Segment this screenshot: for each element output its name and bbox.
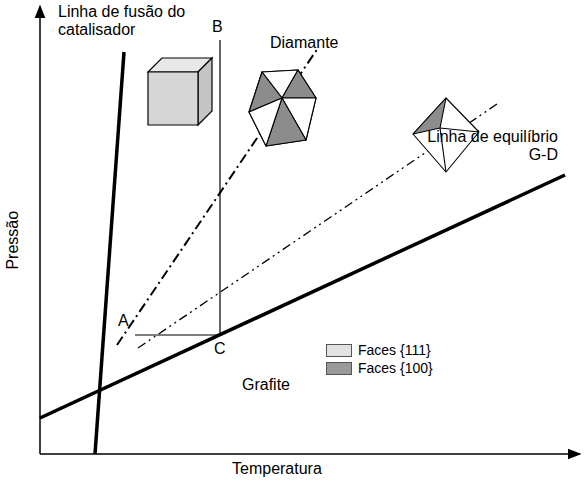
legend-entry: Faces {100} xyxy=(326,360,433,376)
legend-entry: Faces {111} xyxy=(326,342,431,358)
line-label: Linha de equilíbrio G-D xyxy=(408,128,558,165)
cube-crystal xyxy=(148,58,212,125)
catalyst-melting-line xyxy=(95,52,124,454)
region-label: Diamante xyxy=(270,34,338,52)
morphology-boundary xyxy=(117,48,318,345)
legend-text: Faces {100} xyxy=(358,360,433,376)
equilibrium-line xyxy=(40,175,565,418)
point-label: A xyxy=(118,312,129,330)
axis-label: Temperatura xyxy=(232,460,322,478)
cuboctahedron-crystal xyxy=(249,70,316,146)
point-label: B xyxy=(212,18,223,36)
temperature-axis xyxy=(40,453,580,455)
point-label: C xyxy=(214,340,226,358)
legend-text: Faces {111} xyxy=(358,342,431,358)
line-label: Linha de fusão do catalisador xyxy=(58,3,208,40)
legend-swatch xyxy=(326,344,352,357)
path-line xyxy=(135,334,220,335)
path-line xyxy=(219,40,220,335)
pressure-axis xyxy=(39,6,41,454)
axis-label: Pressão xyxy=(4,211,22,270)
region-label: Grafite xyxy=(242,376,290,394)
legend-swatch xyxy=(326,362,352,375)
